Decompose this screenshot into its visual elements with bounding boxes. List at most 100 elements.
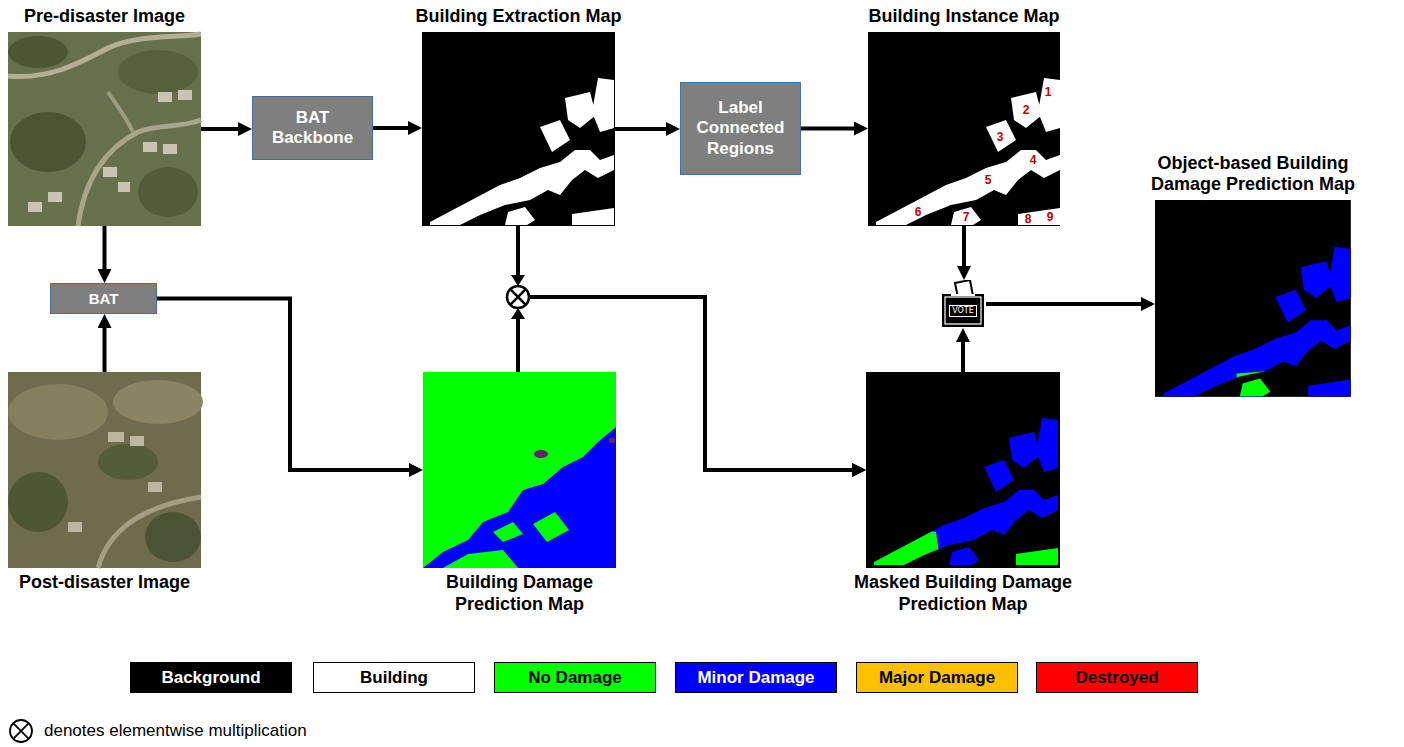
- legend-label: No Damage: [528, 668, 622, 688]
- minor-damage-region: [866, 372, 1060, 568]
- legend-label: Minor Damage: [697, 668, 814, 688]
- panel-heading: Building Damage Prediction Map: [430, 572, 610, 615]
- multiply-cross: [13, 723, 29, 739]
- callout-number: 3: [997, 131, 1004, 143]
- multiply-symbol: [507, 286, 529, 308]
- connector-arrow: [962, 226, 966, 270]
- panel-heading: Building Extraction Map: [416, 6, 622, 28]
- map-ground: [1155, 200, 1351, 397]
- connector-arrow: [518, 226, 856, 470]
- legend-swatch: No Damage: [494, 662, 656, 693]
- object-map: [1155, 200, 1351, 397]
- connector-arrow: [801, 127, 858, 131]
- callout-number: 1: [1045, 86, 1052, 98]
- panel-heading: Post-disaster Image: [19, 572, 190, 594]
- connector-arrow: [615, 127, 670, 131]
- ballot-label: VOTE: [949, 305, 977, 317]
- map-ground: [423, 372, 616, 568]
- instance-map: [868, 32, 1060, 226]
- callout-number: 4: [1030, 154, 1037, 166]
- tree-patch: [8, 36, 68, 68]
- process-box: BAT Backbone: [252, 96, 373, 160]
- legend-swatch: Background: [130, 662, 292, 693]
- legend-swatch: Building: [313, 662, 475, 693]
- tree-patch: [118, 50, 198, 94]
- callout-number: 9: [1047, 211, 1054, 223]
- legend-label: Background: [161, 668, 260, 688]
- image-panel: Masked Building Damage Prediction Map: [866, 372, 1060, 568]
- arrow-head: [511, 275, 525, 286]
- panel-heading: Object-based Building Damage Prediction …: [1133, 153, 1373, 196]
- pre-disaster-photo: [8, 32, 201, 226]
- legend-label: Major Damage: [879, 668, 995, 688]
- box-label: Label Connected Regions: [691, 98, 791, 159]
- connector-arrow: [373, 126, 412, 130]
- houses: [28, 90, 192, 212]
- panel-heading: Masked Building Damage Prediction Map: [838, 572, 1088, 615]
- callout-number: 2: [1023, 104, 1030, 116]
- minor-damage-region: [423, 427, 616, 568]
- ballot-box-icon: [940, 280, 986, 328]
- process-box: BAT: [50, 283, 157, 314]
- image-panel: Building Extraction Map: [422, 32, 615, 226]
- map-ground: [422, 32, 615, 226]
- panel-heading: Building Instance Map: [868, 6, 1059, 28]
- ballot-box: VOTE: [940, 280, 986, 328]
- legend-swatch: Major Damage: [856, 662, 1018, 693]
- no-damage-region: [443, 550, 518, 568]
- tree-patch: [138, 167, 198, 217]
- connector-arrow: [103, 324, 107, 372]
- minor-damage-region: [1155, 200, 1351, 397]
- road: [108, 92, 133, 132]
- road: [78, 120, 201, 226]
- callout-number: 7: [963, 211, 970, 223]
- box-label: BAT Backbone: [263, 108, 363, 149]
- multiply-circle: [10, 720, 32, 742]
- multiply-cross: [13, 723, 29, 739]
- ballot-outline: [945, 297, 981, 324]
- flood-patch: [8, 384, 108, 440]
- road: [8, 34, 201, 77]
- no-damage-region: [493, 522, 523, 542]
- callout-number: 5: [985, 174, 992, 186]
- masked-buildings: [866, 372, 1060, 568]
- image-panel: Building Damage Prediction Map: [423, 372, 616, 568]
- no-damage-region: [1237, 368, 1308, 397]
- multiply-cross: [510, 289, 526, 305]
- image-panel: Object-based Building Damage Prediction …: [1155, 200, 1351, 396]
- post-disaster-photo: [8, 372, 203, 568]
- houses: [68, 432, 162, 532]
- callout-number: 6: [915, 206, 922, 218]
- image-panel: Building Instance Map: [868, 32, 1060, 226]
- legend-label: Destroyed: [1075, 668, 1158, 688]
- map-ground: [866, 372, 1060, 568]
- connector-arrow: [157, 299, 413, 471]
- legend-swatch: Minor Damage: [675, 662, 837, 693]
- no-damage-region: [533, 512, 569, 542]
- multiply-symbol: [8, 718, 34, 744]
- connector-arrow: [986, 302, 1145, 306]
- no-damage-region: [866, 522, 941, 568]
- multiply-cross: [510, 289, 526, 305]
- damage-speck: [534, 450, 548, 458]
- ballot-body: [942, 294, 984, 327]
- photo-ground: [8, 32, 201, 226]
- damage-map: [423, 372, 616, 568]
- tree-patch: [8, 472, 68, 532]
- process-box: Label Connected Regions: [680, 82, 801, 175]
- callout-number: 8: [1025, 213, 1032, 225]
- tree-patch: [145, 512, 201, 562]
- building-footprints: [868, 32, 1060, 226]
- building-footprints: [422, 32, 615, 226]
- flood-patch: [113, 380, 203, 424]
- connector-arrow: [961, 338, 965, 372]
- masked-map: [866, 372, 1060, 568]
- road: [98, 497, 201, 568]
- legend-label: Building: [360, 668, 428, 688]
- image-panel: Pre-disaster Image: [8, 32, 201, 226]
- map-ground: [868, 32, 1060, 226]
- legend-note: denotes elementwise multiplication: [44, 719, 307, 743]
- damage-speck: [609, 438, 615, 443]
- arrow-head: [511, 308, 525, 319]
- panel-heading: Pre-disaster Image: [24, 6, 185, 28]
